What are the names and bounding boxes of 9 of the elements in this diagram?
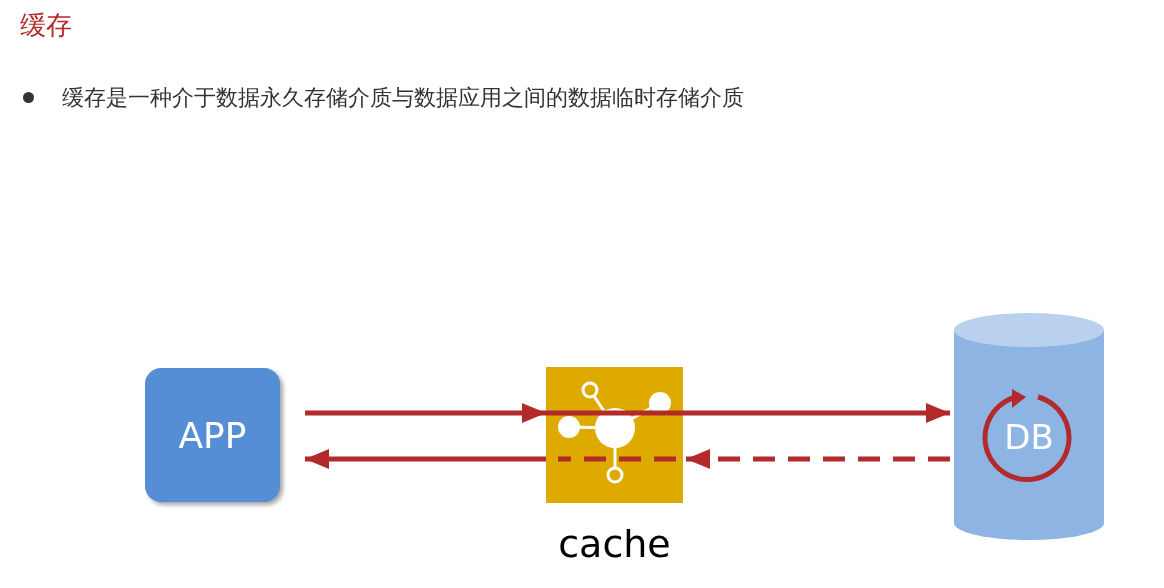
slide-title: 缓存 bbox=[20, 9, 72, 42]
arrow bbox=[305, 449, 546, 469]
arrow bbox=[546, 403, 950, 423]
app-box: APP bbox=[145, 368, 280, 502]
db-label: DB bbox=[1003, 417, 1055, 457]
cache-caption: cache bbox=[557, 524, 672, 564]
arrow bbox=[305, 403, 546, 423]
bullet-text: 缓存是一种介于数据永久存储介质与数据应用之间的数据临时存储介质 bbox=[62, 84, 744, 112]
arrow bbox=[686, 449, 950, 469]
